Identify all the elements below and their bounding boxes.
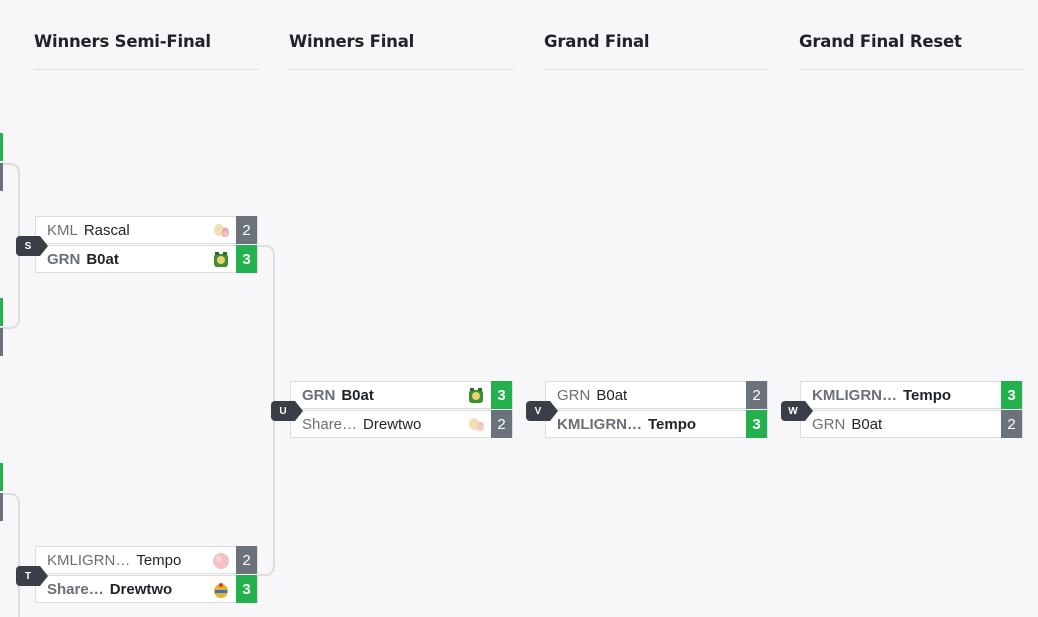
match-s[interactable]: KML Rascal 2 GRN B0at 3	[35, 216, 258, 274]
round-header-grand-final-reset: Grand Final Reset	[799, 32, 1024, 70]
player-name: B0at	[341, 386, 374, 404]
match-w-player-1[interactable]: KMLIGRN… Tempo 3	[800, 381, 1023, 409]
match-t-player-1[interactable]: KMLIGRN… Tempo 2	[35, 546, 258, 574]
player-name: B0at	[596, 386, 628, 404]
drewtwo-char-icon	[467, 416, 485, 434]
player-tag: KML	[47, 221, 78, 239]
match-w-player-2[interactable]: GRN B0at 2	[800, 410, 1023, 438]
score-box: 2	[746, 381, 767, 409]
match-u-badge: U	[271, 401, 303, 421]
player-tag: KMLIGRN…	[47, 551, 131, 569]
match-s-badge: S	[16, 236, 48, 256]
match-t-player-2[interactable]: Share… Drewtwo 3	[35, 575, 258, 603]
match-w[interactable]: KMLIGRN… Tempo 3 GRN B0at 2	[800, 381, 1023, 439]
prev-round-loss-bar	[0, 493, 3, 521]
player-tag: KMLIGRN…	[812, 386, 897, 404]
player-tag: Share…	[302, 415, 358, 433]
player-name: Tempo	[903, 386, 952, 404]
match-u-player-1[interactable]: GRN B0at 3	[290, 381, 513, 409]
round-header-winners-semi-final: Winners Semi-Final	[34, 32, 259, 70]
player-name: B0at	[851, 415, 883, 433]
score-box: 3	[236, 575, 257, 603]
match-v-player-2[interactable]: KMLIGRN… Tempo 3	[545, 410, 768, 438]
round-header-winners-final: Winners Final	[289, 32, 514, 70]
player-name: Tempo	[136, 551, 182, 569]
player-tag: KMLIGRN…	[557, 415, 642, 433]
player-name: Tempo	[648, 415, 697, 433]
player-tag: GRN	[47, 250, 81, 268]
player-name: B0at	[86, 250, 119, 268]
rascal-char-icon	[212, 222, 230, 240]
score-box: 2	[1001, 410, 1022, 438]
match-t[interactable]: KMLIGRN… Tempo 2 Share… Drewtwo 3	[35, 546, 258, 604]
tempo-char-icon	[212, 552, 230, 570]
prev-round-win-bar	[0, 298, 3, 326]
boat-char-icon	[212, 251, 230, 269]
drewtwo-char-icon	[212, 581, 230, 599]
player-tag: GRN	[812, 415, 846, 433]
prev-round-win-bar	[0, 463, 3, 491]
player-tag: Share…	[47, 580, 104, 598]
score-box: 3	[236, 245, 257, 273]
score-box: 3	[1001, 381, 1022, 409]
match-s-player-1[interactable]: KML Rascal 2	[35, 216, 258, 244]
prev-round-loss-bar	[0, 328, 3, 356]
prev-round-win-bar	[0, 133, 3, 161]
round-header-grand-final: Grand Final	[544, 32, 769, 70]
match-v-player-1[interactable]: GRN B0at 2	[545, 381, 768, 409]
score-box: 2	[491, 410, 512, 438]
match-v-badge: V	[526, 401, 558, 421]
player-name: Drewtwo	[363, 415, 422, 433]
match-s-player-2[interactable]: GRN B0at 3	[35, 245, 258, 273]
prev-round-loss-bar	[0, 163, 3, 191]
boat-char-icon	[467, 387, 485, 405]
player-name: Rascal	[83, 221, 130, 239]
player-tag: GRN	[302, 386, 336, 404]
match-w-badge: W	[781, 401, 813, 421]
score-box: 2	[236, 546, 257, 574]
match-v[interactable]: GRN B0at 2 KMLIGRN… Tempo 3	[545, 381, 768, 439]
player-name: Drewtwo	[109, 580, 173, 598]
match-u-player-2[interactable]: Share… Drewtwo 2	[290, 410, 513, 438]
score-box: 2	[236, 216, 257, 244]
match-t-badge: T	[16, 566, 48, 586]
score-box: 3	[746, 410, 767, 438]
match-u[interactable]: GRN B0at 3 Share… Drewtwo 2	[290, 381, 513, 439]
player-tag: GRN	[557, 386, 591, 404]
score-box: 3	[491, 381, 512, 409]
